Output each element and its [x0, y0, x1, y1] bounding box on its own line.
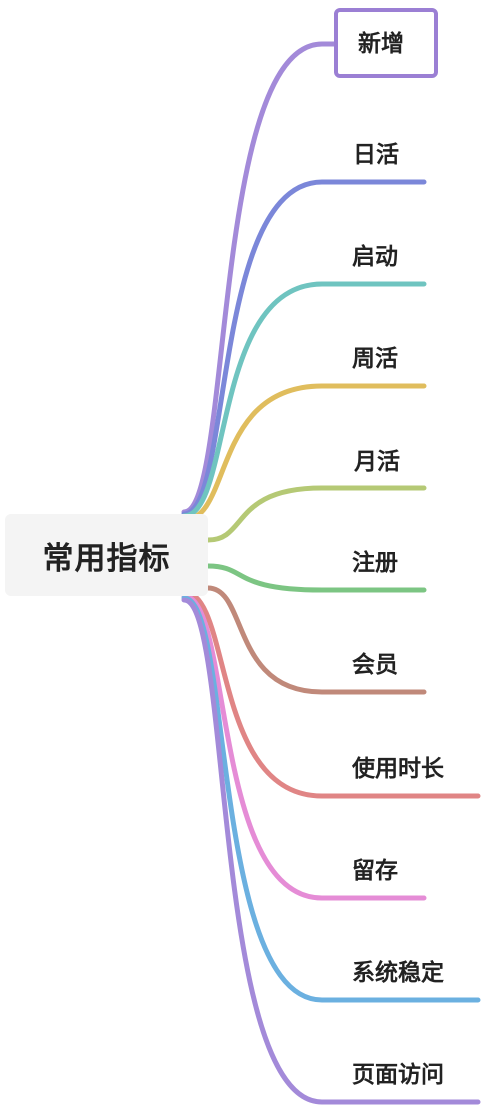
connector-yuehuo [205, 485, 427, 543]
branch-node-rihuo[interactable]: 日活 [353, 142, 399, 168]
branch-node-xinzeng[interactable]: 新增 [358, 31, 404, 57]
root-node[interactable]: 常用指标 [5, 514, 208, 596]
branch-node-yemianfangwen[interactable]: 页面访问 [352, 1062, 444, 1088]
connector-zhuce [205, 563, 427, 593]
selected-node-outline [334, 8, 438, 78]
connector-rihuo [181, 179, 427, 517]
connector-xitongwending [181, 595, 481, 1003]
connector-yemianfangwen [181, 597, 481, 1105]
branch-node-zhouhuo[interactable]: 周活 [352, 346, 398, 372]
connector-qidong [181, 281, 427, 519]
root-node-label: 常用指标 [42, 540, 171, 577]
branch-node-qidong[interactable]: 启动 [352, 244, 398, 270]
connector-shiyongshichang [181, 589, 481, 799]
branch-node-zhuce[interactable]: 注册 [352, 550, 398, 576]
branch-node-huiyuan[interactable]: 会员 [352, 652, 398, 678]
branch-node-yuehuo[interactable]: 月活 [354, 449, 400, 475]
connector-huiyuan [205, 585, 427, 695]
connector-liucun [181, 593, 427, 901]
branch-node-shiyongshichang[interactable]: 使用时长 [352, 756, 444, 782]
connector-zhouhuo [181, 383, 427, 523]
branch-node-xitongwending[interactable]: 系统稳定 [352, 960, 444, 986]
connector-xinzeng [181, 41, 337, 515]
branch-node-liucun[interactable]: 留存 [352, 858, 398, 884]
